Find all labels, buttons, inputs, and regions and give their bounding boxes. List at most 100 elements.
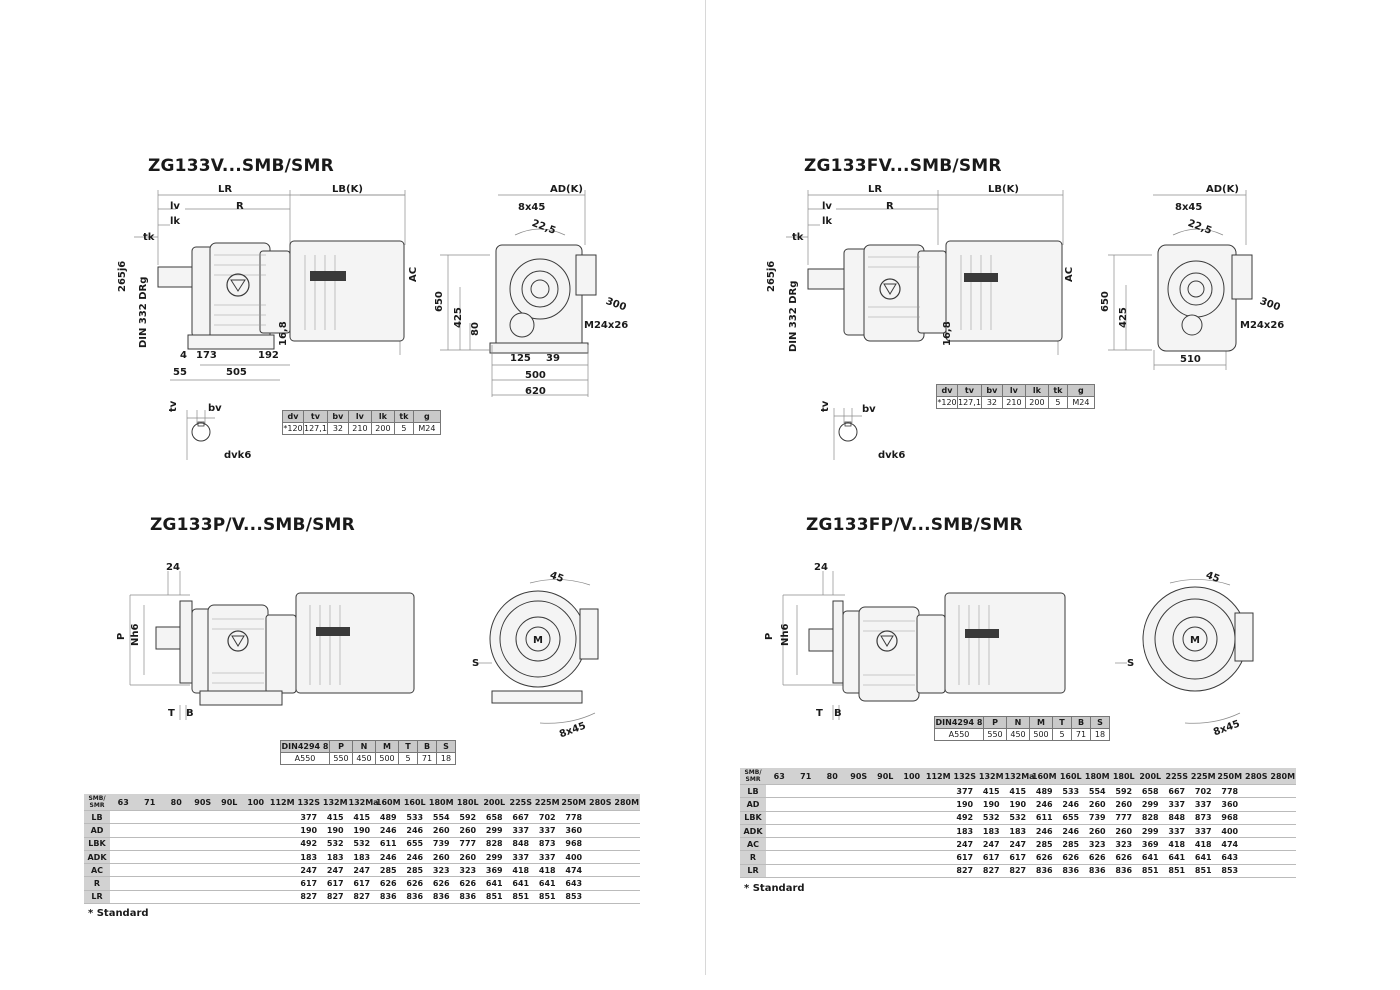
table-cell bbox=[1269, 850, 1296, 865]
table-cell: 260 bbox=[454, 850, 481, 865]
table-cell bbox=[872, 784, 899, 799]
table-cell: 554 bbox=[428, 810, 455, 825]
table-cell: 369 bbox=[1137, 837, 1164, 852]
th-tk: tk bbox=[393, 410, 414, 423]
td-bv: 32 bbox=[980, 396, 1003, 409]
table-cell: 246 bbox=[1031, 797, 1058, 812]
table-cell bbox=[216, 876, 243, 891]
table-cell: 853 bbox=[560, 890, 587, 905]
table-cell: 827 bbox=[348, 890, 375, 905]
table-cell bbox=[792, 850, 819, 865]
row-label: ADK bbox=[740, 824, 766, 839]
table-cell bbox=[587, 850, 614, 865]
th-tv: tv bbox=[303, 410, 328, 423]
table-cell bbox=[819, 824, 846, 839]
table-cell bbox=[1269, 824, 1296, 839]
flange-view-drawing: M bbox=[129, 571, 599, 724]
dim-ad: AD(K) bbox=[1206, 184, 1239, 195]
table-cell bbox=[872, 811, 899, 825]
column-header: 80 bbox=[163, 794, 190, 811]
table-cell bbox=[845, 784, 872, 799]
table-cell bbox=[216, 863, 243, 878]
table-cell bbox=[242, 837, 269, 851]
table-cell: 827 bbox=[978, 864, 1005, 879]
table-cell bbox=[1269, 797, 1296, 812]
th-lk: lk bbox=[1024, 384, 1049, 397]
table-cell: 400 bbox=[1216, 824, 1243, 839]
column-header: 280S bbox=[587, 794, 614, 811]
table-cell: 641 bbox=[1137, 850, 1164, 865]
table-cell bbox=[925, 797, 952, 812]
corner-label-bottom: SMR bbox=[745, 776, 761, 783]
td-tv: 127,1 bbox=[957, 396, 982, 409]
th-t: T bbox=[398, 740, 418, 753]
dim-510: 510 bbox=[1180, 354, 1201, 365]
dim-lv: lv bbox=[822, 201, 832, 212]
td-t: 5 bbox=[398, 752, 418, 765]
column-header: 132S bbox=[951, 768, 978, 785]
table-cell bbox=[189, 863, 216, 878]
table-cell: 323 bbox=[454, 863, 481, 878]
table-cell: 377 bbox=[951, 784, 978, 799]
dim-n: Nh6 bbox=[780, 623, 791, 646]
column-header: 90L bbox=[872, 768, 899, 785]
table-cell: 260 bbox=[428, 823, 455, 838]
table-cell bbox=[242, 863, 269, 878]
table-cell: 702 bbox=[1190, 784, 1217, 799]
table-cell: 626 bbox=[1031, 850, 1058, 865]
panel-title: ZG133P/V...SMB/SMR bbox=[150, 515, 355, 535]
column-header: 71 bbox=[792, 768, 819, 785]
dim-bolt: 8x45 bbox=[518, 202, 546, 213]
th-s: S bbox=[436, 740, 456, 753]
row-label: AD bbox=[740, 797, 766, 812]
table-cell: 418 bbox=[507, 863, 534, 878]
th-b: B bbox=[1071, 716, 1091, 729]
panel-title: ZG133V...SMB/SMR bbox=[148, 156, 334, 176]
table-cell bbox=[792, 811, 819, 825]
table-cell bbox=[613, 850, 640, 865]
table-cell: 260 bbox=[1110, 797, 1137, 812]
row-label: ADK bbox=[84, 850, 110, 865]
dim-p: P bbox=[116, 632, 127, 640]
corner-label: SMB/SMR bbox=[84, 794, 110, 811]
table-cell: 836 bbox=[401, 890, 428, 905]
table-cell: 827 bbox=[295, 890, 322, 905]
dim-bv: bv bbox=[208, 403, 222, 414]
table-cell: 247 bbox=[1004, 837, 1031, 852]
column-header: 250M bbox=[1216, 768, 1243, 785]
table-cell: 739 bbox=[428, 837, 455, 851]
dim-lk: lk bbox=[822, 216, 833, 227]
table-cell: 492 bbox=[951, 811, 978, 825]
table-cell: 337 bbox=[534, 823, 561, 838]
table-cell: 183 bbox=[978, 824, 1005, 839]
table-cell bbox=[925, 811, 952, 825]
table-cell bbox=[587, 837, 614, 851]
table-cell bbox=[587, 823, 614, 838]
td-tv: 127,1 bbox=[303, 422, 328, 435]
table-cell: 360 bbox=[560, 823, 587, 838]
table-cell: 617 bbox=[1004, 850, 1031, 865]
table-cell bbox=[925, 864, 952, 879]
dim-lk: lk bbox=[170, 216, 181, 227]
table-cell bbox=[613, 810, 640, 825]
table-cell: 190 bbox=[295, 823, 322, 838]
table-cell: 285 bbox=[375, 863, 402, 878]
table-cell: 246 bbox=[401, 850, 428, 865]
dim-ac: AC bbox=[1064, 266, 1075, 282]
standard-note-right: * Standard bbox=[744, 883, 805, 894]
table-cell bbox=[872, 797, 899, 812]
td-b: 71 bbox=[1071, 728, 1091, 741]
column-header: 112M bbox=[925, 768, 952, 785]
column-header: 225S bbox=[507, 794, 534, 811]
table-cell bbox=[163, 837, 190, 851]
table-cell bbox=[242, 810, 269, 825]
table-cell bbox=[819, 850, 846, 865]
table-cell: 247 bbox=[295, 863, 322, 878]
table-cell: 400 bbox=[560, 850, 587, 865]
